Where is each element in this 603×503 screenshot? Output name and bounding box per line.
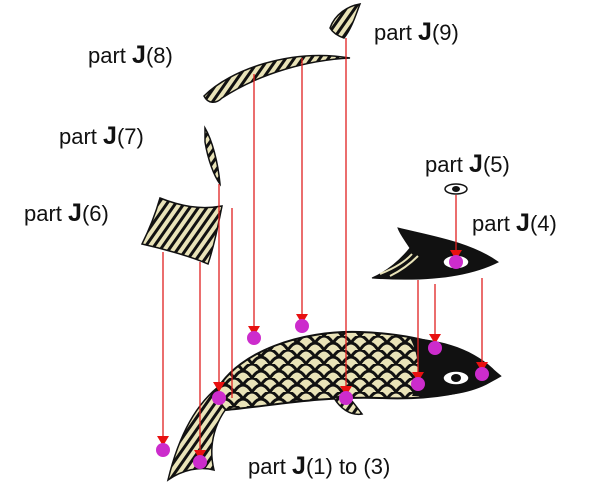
attach-dot: [339, 391, 353, 405]
attach-dot: [449, 255, 463, 269]
label-part-j9: part J(9): [374, 18, 459, 46]
part-j8-dorsal-fin: [204, 56, 350, 103]
label-part-j4: part J(4): [472, 209, 557, 237]
attach-dot: [193, 455, 207, 469]
part-j6-tail: [142, 198, 222, 264]
part-j5-eye: [445, 184, 467, 194]
label-part-j6: part J(6): [24, 199, 109, 227]
attach-dot: [411, 377, 425, 391]
attach-dot: [212, 391, 226, 405]
part-j7-fin: [205, 128, 220, 184]
part-j9-fin: [330, 4, 360, 38]
attach-dot: [247, 331, 261, 345]
attach-dot: [295, 319, 309, 333]
label-part-j5: part J(5): [425, 150, 510, 178]
attach-dot: [156, 443, 170, 457]
label-part-j8: part J(8): [88, 41, 173, 69]
label-part-j7: part J(7): [59, 122, 144, 150]
attach-dot: [428, 341, 442, 355]
label-part-j1-3: part J(1) to (3): [248, 452, 390, 480]
attach-dot: [475, 367, 489, 381]
